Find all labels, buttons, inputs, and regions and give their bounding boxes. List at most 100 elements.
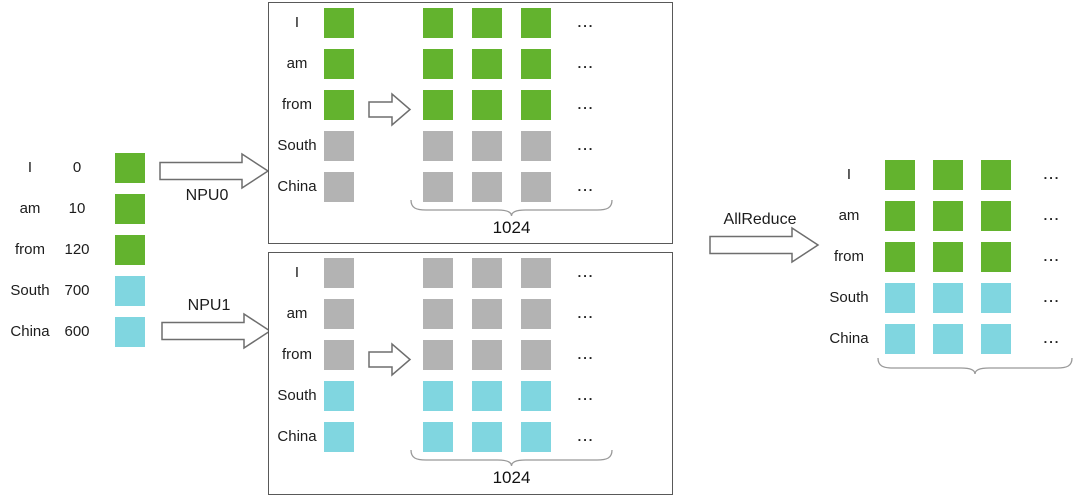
row-token-label: I — [294, 14, 300, 31]
result-cell — [885, 283, 915, 313]
input-token-id: 10 — [68, 200, 86, 217]
allreduce-arrow-icon — [709, 226, 820, 264]
ellipsis: ... — [1043, 249, 1061, 264]
result-cell — [885, 242, 915, 272]
matrix-cell — [423, 131, 453, 161]
allreduce-label: AllReduce — [723, 211, 797, 228]
npu0-arrow-icon — [159, 152, 270, 190]
matrix-cell — [423, 422, 453, 452]
dimension-brace — [410, 199, 613, 217]
ellipsis: ... — [577, 97, 595, 112]
ellipsis: ... — [577, 138, 595, 153]
row-token-label: China — [277, 428, 317, 445]
ellipsis: ... — [577, 15, 595, 30]
result-cell — [933, 283, 963, 313]
row-token-label: from — [282, 346, 312, 363]
npu0-dimension-label: 1024 — [492, 218, 531, 237]
row-token-label: South — [277, 387, 317, 404]
lookup-cell — [324, 49, 354, 79]
row-token-label: I — [294, 264, 300, 281]
result-token-label: South — [829, 289, 869, 306]
matrix-cell — [521, 422, 551, 452]
lookup-cell — [324, 381, 354, 411]
input-token-label: South — [10, 282, 50, 299]
dimension-brace — [410, 449, 613, 467]
matrix-cell — [472, 381, 502, 411]
result-cell — [933, 201, 963, 231]
npu1-arrow-icon — [161, 312, 272, 350]
input-token-label: I — [27, 159, 33, 176]
expand-arrow-icon — [368, 342, 412, 377]
matrix-cell — [521, 8, 551, 38]
ellipsis: ... — [577, 429, 595, 444]
result-token-label: from — [834, 248, 864, 265]
npu1-dimension-label: 1024 — [492, 468, 531, 487]
ellipsis: ... — [577, 265, 595, 280]
lookup-cell — [324, 258, 354, 288]
lookup-cell — [324, 422, 354, 452]
ellipsis: ... — [1043, 167, 1061, 182]
matrix-cell — [423, 299, 453, 329]
matrix-cell — [521, 172, 551, 202]
row-token-label: South — [277, 137, 317, 154]
result-dimension-brace — [877, 357, 1073, 375]
ellipsis: ... — [577, 388, 595, 403]
row-token-label: am — [286, 305, 308, 322]
input-embedding-cell — [115, 194, 145, 224]
ellipsis: ... — [1043, 290, 1061, 305]
matrix-cell — [521, 258, 551, 288]
result-cell — [933, 242, 963, 272]
matrix-cell — [521, 90, 551, 120]
ellipsis: ... — [577, 56, 595, 71]
matrix-cell — [423, 258, 453, 288]
npu0-box: 1024 I...am...from...South...China... — [268, 2, 673, 244]
lookup-cell — [324, 90, 354, 120]
result-token-label: China — [829, 330, 869, 347]
result-token-label: I — [846, 166, 852, 183]
input-token-label: China — [10, 323, 50, 340]
input-token-id: 600 — [64, 323, 90, 340]
matrix-cell — [472, 258, 502, 288]
lookup-cell — [324, 299, 354, 329]
input-token-id: 700 — [64, 282, 90, 299]
matrix-cell — [472, 131, 502, 161]
row-token-label: am — [286, 55, 308, 72]
ellipsis: ... — [1043, 208, 1061, 223]
npu0-label: NPU0 — [185, 187, 229, 204]
result-cell — [981, 201, 1011, 231]
ellipsis: ... — [577, 179, 595, 194]
matrix-cell — [472, 49, 502, 79]
matrix-cell — [521, 131, 551, 161]
input-token-label: am — [19, 200, 41, 217]
input-embedding-cell — [115, 153, 145, 183]
matrix-cell — [472, 90, 502, 120]
ellipsis: ... — [1043, 331, 1061, 346]
lookup-cell — [324, 131, 354, 161]
matrix-cell — [472, 172, 502, 202]
result-token-label: am — [838, 207, 860, 224]
matrix-cell — [423, 172, 453, 202]
matrix-cell — [472, 422, 502, 452]
result-cell — [981, 242, 1011, 272]
input-token-label: from — [15, 241, 45, 258]
matrix-cell — [423, 381, 453, 411]
row-token-label: China — [277, 178, 317, 195]
result-cell — [885, 160, 915, 190]
matrix-cell — [423, 90, 453, 120]
npu1-label: NPU1 — [187, 297, 231, 314]
matrix-cell — [472, 340, 502, 370]
result-cell — [933, 160, 963, 190]
result-cell — [885, 324, 915, 354]
matrix-cell — [423, 8, 453, 38]
matrix-cell — [472, 299, 502, 329]
matrix-cell — [521, 49, 551, 79]
matrix-cell — [521, 340, 551, 370]
result-cell — [885, 201, 915, 231]
input-embedding-cell — [115, 317, 145, 347]
expand-arrow-icon — [368, 92, 412, 127]
result-cell — [933, 324, 963, 354]
ellipsis: ... — [577, 347, 595, 362]
input-embedding-cell — [115, 235, 145, 265]
lookup-cell — [324, 340, 354, 370]
